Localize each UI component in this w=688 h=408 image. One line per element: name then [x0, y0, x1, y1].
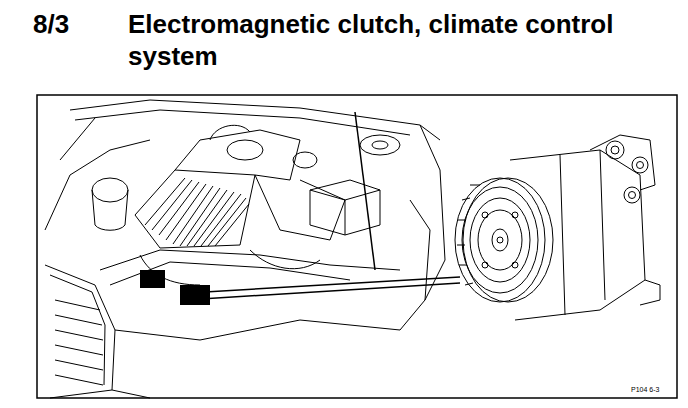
- section-number: 8/3: [33, 8, 69, 40]
- section-title: Electromagnetic clutch, climate control …: [128, 8, 683, 72]
- compressor-drawing: [455, 135, 660, 320]
- frame: [37, 95, 677, 398]
- figure-id: P104 6-3: [630, 386, 660, 394]
- engine-bay-drawing: [37, 95, 677, 398]
